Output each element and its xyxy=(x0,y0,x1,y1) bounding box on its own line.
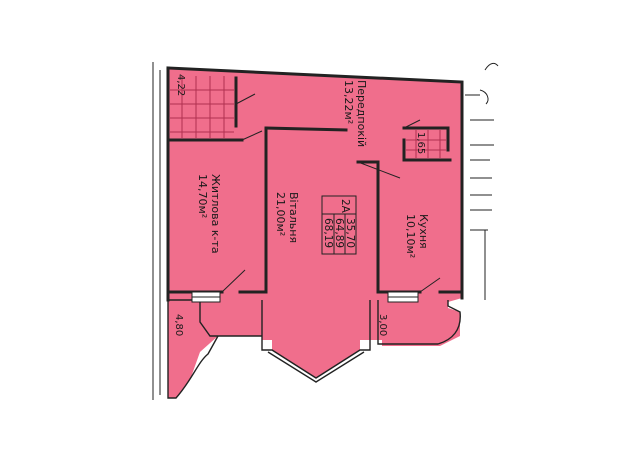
walls xyxy=(166,66,464,302)
living-room-area: 21,00м² xyxy=(274,192,287,236)
bathroom-tiles xyxy=(170,76,234,138)
balcony-right-label: 3,00 xyxy=(377,314,388,336)
wc-tiles xyxy=(406,130,446,158)
apartment-fill xyxy=(168,68,462,398)
door-swings xyxy=(221,93,441,293)
wc-area-label: 1,65 xyxy=(415,132,426,154)
outer-lines xyxy=(152,62,499,400)
apartment-type: 2А xyxy=(339,199,351,214)
living-area-value: 35,70 xyxy=(344,218,356,248)
windows xyxy=(191,291,419,303)
living-room-name: Вітальня xyxy=(287,192,300,243)
balcony-left-label: 4,80 xyxy=(173,314,184,336)
kitchen-name: Кухня xyxy=(417,214,430,249)
kitchen-area: 10,10м² xyxy=(404,214,417,258)
balcony-outlines xyxy=(167,299,461,399)
total-area-value: 68,19 xyxy=(322,218,334,248)
bedroom-name: Житлова к-та xyxy=(209,174,222,254)
usable-area-value: 64,89 xyxy=(333,218,345,248)
bath-area-label: 4,22 xyxy=(175,74,186,96)
hall-name: Передпокій xyxy=(355,80,368,147)
bedroom-area: 14,70м² xyxy=(196,174,209,218)
apartment-spec-box: 2А 35,70 64,89 68,19 xyxy=(321,195,357,255)
hall-area: 13,22м² xyxy=(342,80,355,124)
